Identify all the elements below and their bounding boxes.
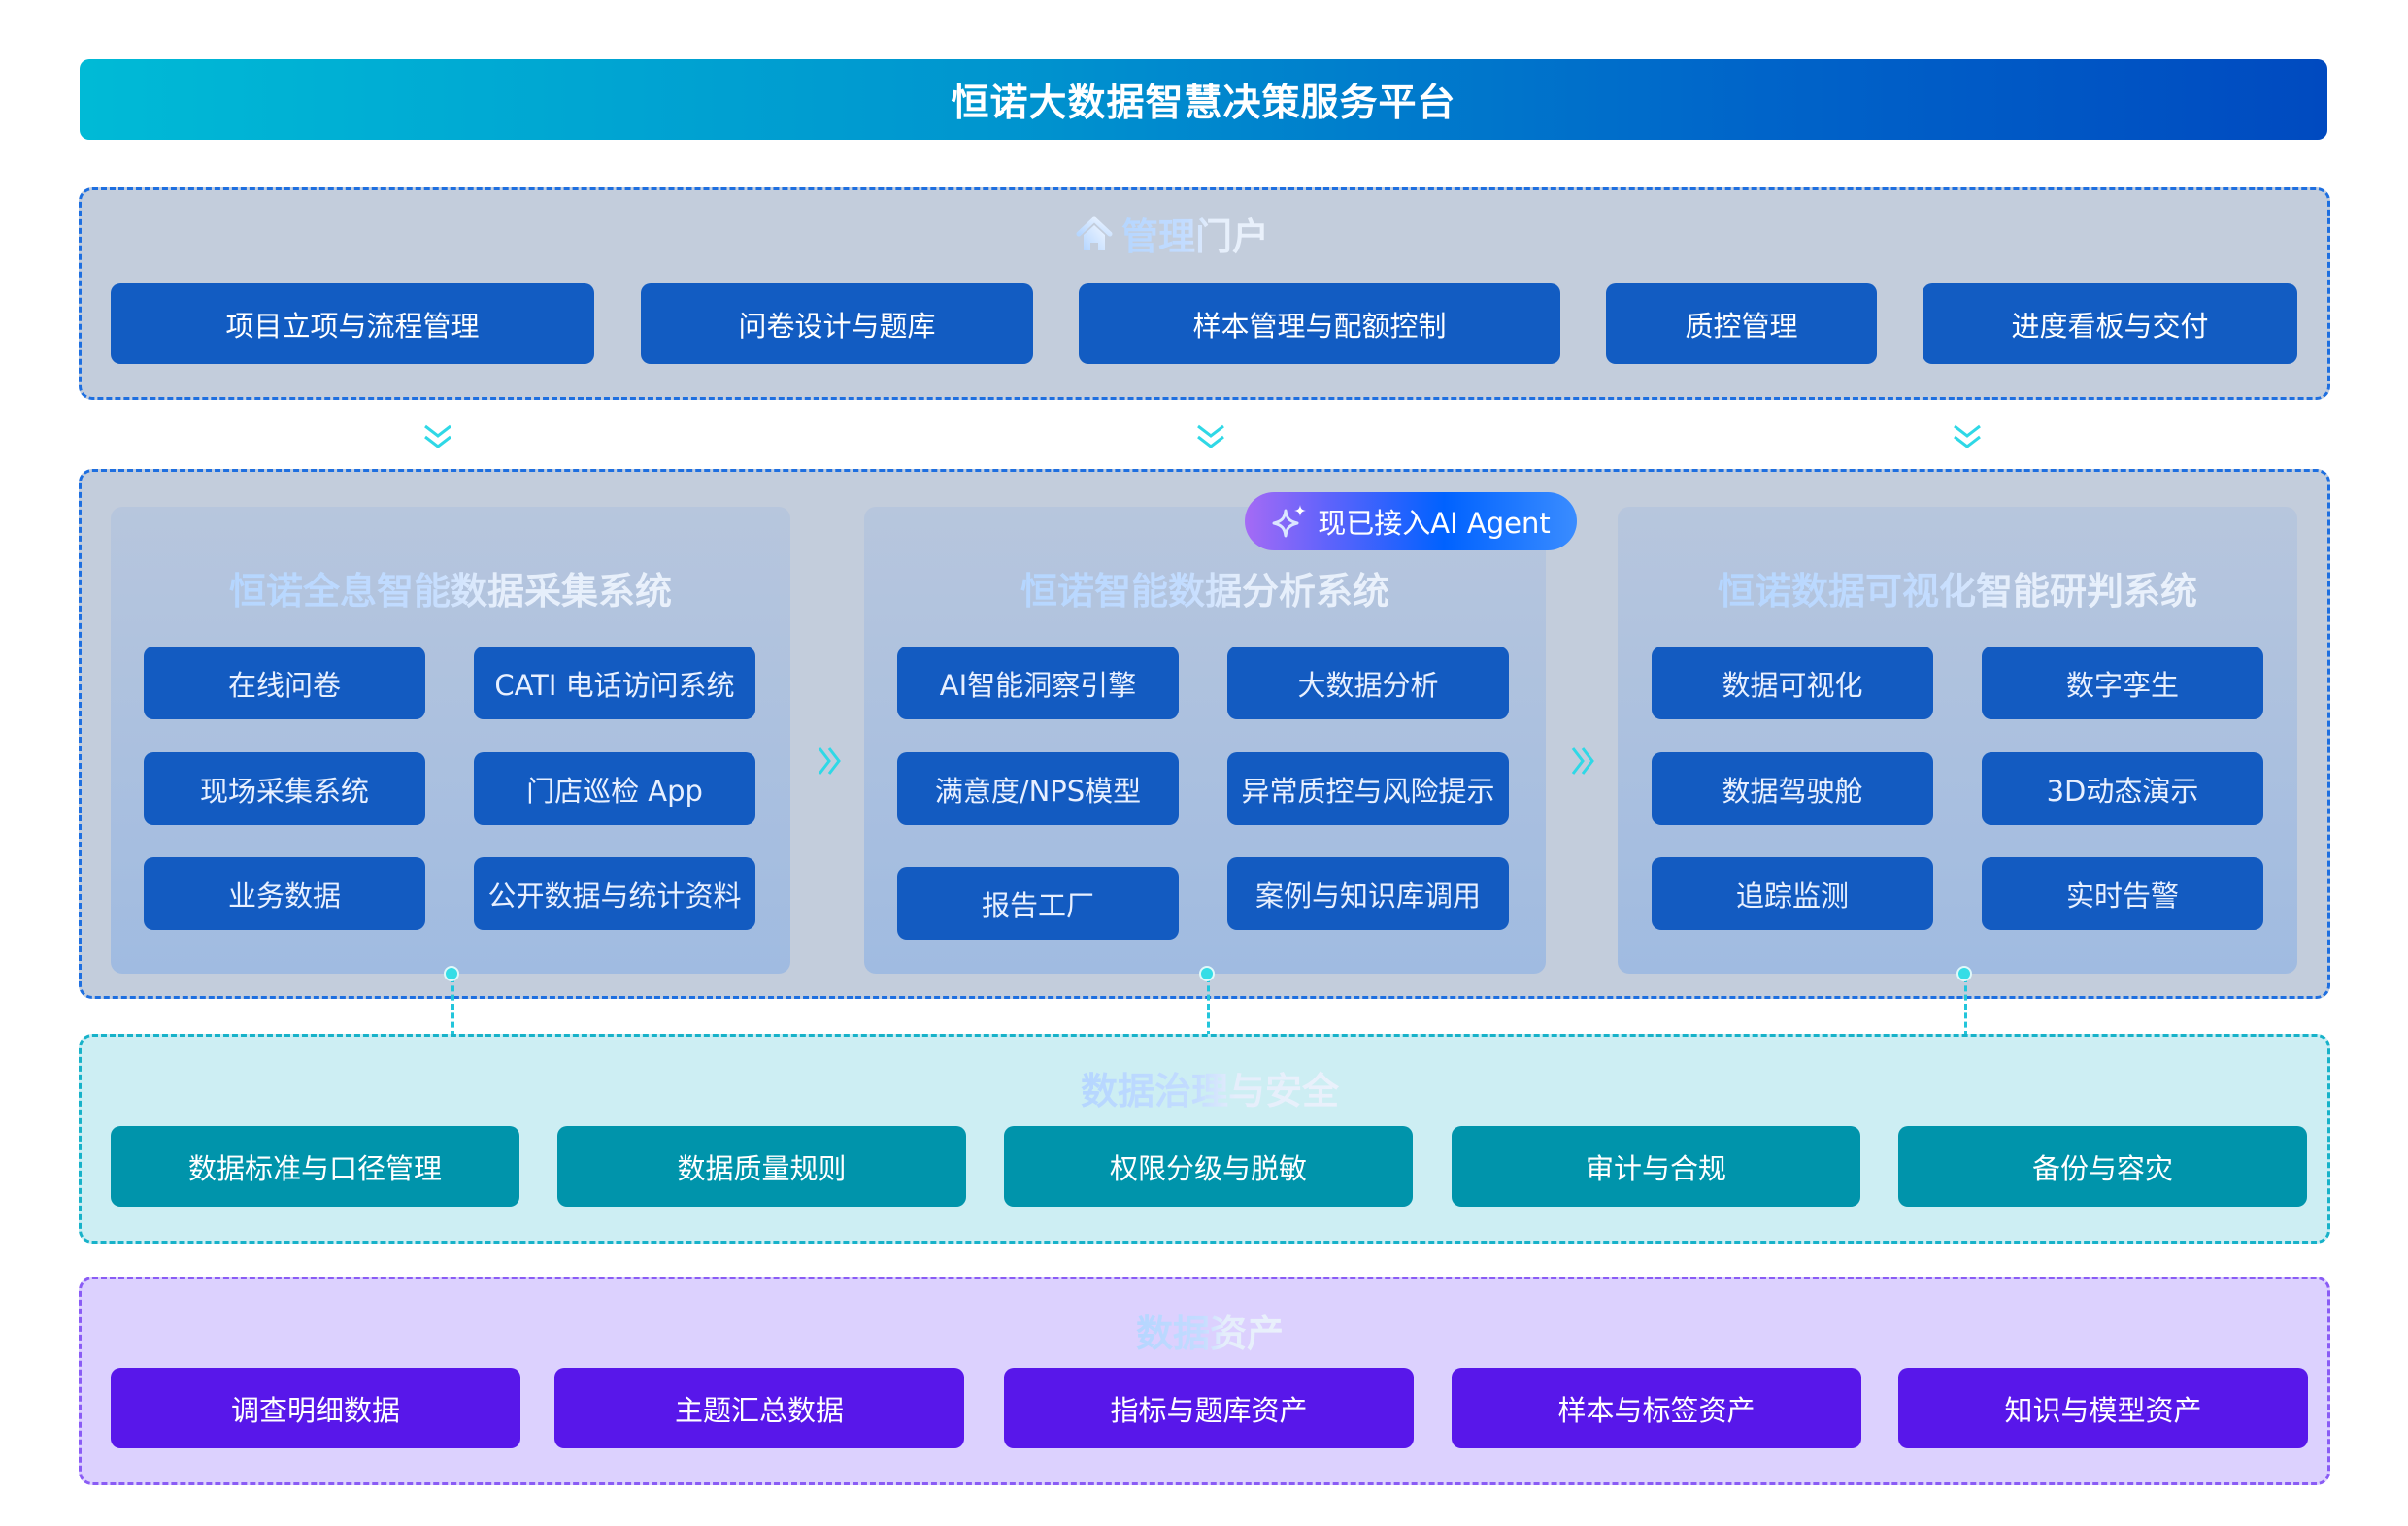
visualization-item[interactable]: 数据可视化 <box>1652 647 1933 719</box>
asset-item[interactable]: 调查明细数据 <box>111 1368 520 1448</box>
home-icon <box>1076 216 1113 250</box>
portal-item-sample[interactable]: 样本管理与配额控制 <box>1079 283 1560 364</box>
analysis-item[interactable]: 异常质控与风险提示 <box>1227 752 1509 825</box>
platform-title: 恒诺大数据智慧决策服务平台 <box>951 81 1456 125</box>
connector-line <box>1207 977 1210 1037</box>
portal-item-progress[interactable]: 进度看板与交付 <box>1923 283 2297 364</box>
collection-item[interactable]: CATI 电话访问系统 <box>474 647 755 719</box>
double-arrow-right-icon <box>1571 747 1594 775</box>
collection-system-title: 恒诺全息智能数据采集系统 <box>229 561 672 614</box>
asset-item[interactable]: 知识与模型资产 <box>1898 1368 2308 1448</box>
connector-line <box>1964 977 1967 1037</box>
governance-item[interactable]: 数据质量规则 <box>557 1126 966 1207</box>
analysis-system-title: 恒诺智能数据分析系统 <box>1020 561 1389 614</box>
visualization-item[interactable]: 实时告警 <box>1982 857 2263 930</box>
governance-item[interactable]: 数据标准与口径管理 <box>111 1126 519 1207</box>
asset-item[interactable]: 指标与题库资产 <box>1004 1368 1414 1448</box>
visualization-item[interactable]: 数字孪生 <box>1982 647 2263 719</box>
collection-item[interactable]: 业务数据 <box>144 857 425 930</box>
analysis-item[interactable]: 案例与知识库调用 <box>1227 857 1509 930</box>
connector-dot <box>444 966 459 981</box>
collection-item[interactable]: 门店巡检 App <box>474 752 755 825</box>
chevron-down-icon <box>1197 424 1224 448</box>
visualization-item[interactable]: 追踪监测 <box>1652 857 1933 930</box>
connector-dot <box>1199 966 1215 981</box>
asset-item[interactable]: 主题汇总数据 <box>554 1368 964 1448</box>
portal-item-project[interactable]: 项目立项与流程管理 <box>111 283 594 364</box>
assets-title: 数据资产 <box>1136 1304 1284 1357</box>
visualization-item[interactable]: 数据驾驶舱 <box>1652 752 1933 825</box>
governance-item[interactable]: 权限分级与脱敏 <box>1004 1126 1413 1207</box>
ai-agent-label: 现已接入AI Agent <box>1318 507 1551 540</box>
platform-title-bar: 恒诺大数据智慧决策服务平台 <box>80 59 2327 140</box>
collection-item[interactable]: 在线问卷 <box>144 647 425 719</box>
chevron-down-icon <box>1954 424 1981 448</box>
double-arrow-right-icon <box>818 747 841 775</box>
visualization-item[interactable]: 3D动态演示 <box>1982 752 2263 825</box>
governance-title: 数据治理与安全 <box>1081 1061 1339 1114</box>
analysis-item[interactable]: 大数据分析 <box>1227 647 1509 719</box>
analysis-item[interactable]: 满意度/NPS模型 <box>897 752 1179 825</box>
asset-item[interactable]: 样本与标签资产 <box>1452 1368 1861 1448</box>
portal-item-questionnaire[interactable]: 问卷设计与题库 <box>641 283 1033 364</box>
governance-item[interactable]: 审计与合规 <box>1452 1126 1860 1207</box>
sparkle-icon <box>1272 505 1307 538</box>
collection-item[interactable]: 公开数据与统计资料 <box>474 857 755 930</box>
portal-item-qc[interactable]: 质控管理 <box>1606 283 1877 364</box>
analysis-item[interactable]: 报告工厂 <box>897 867 1179 940</box>
governance-item[interactable]: 备份与容灾 <box>1898 1126 2307 1207</box>
chevron-down-icon <box>424 424 452 448</box>
analysis-item[interactable]: AI智能洞察引擎 <box>897 647 1179 719</box>
visualization-system-title: 恒诺数据可视化智能研判系统 <box>1718 561 2197 614</box>
connector-dot <box>1956 966 1972 981</box>
ai-agent-badge[interactable]: 现已接入AI Agent <box>1245 492 1577 550</box>
connector-line <box>452 977 454 1037</box>
collection-item[interactable]: 现场采集系统 <box>144 752 425 825</box>
portal-title: 管理门户 <box>1121 207 1269 260</box>
